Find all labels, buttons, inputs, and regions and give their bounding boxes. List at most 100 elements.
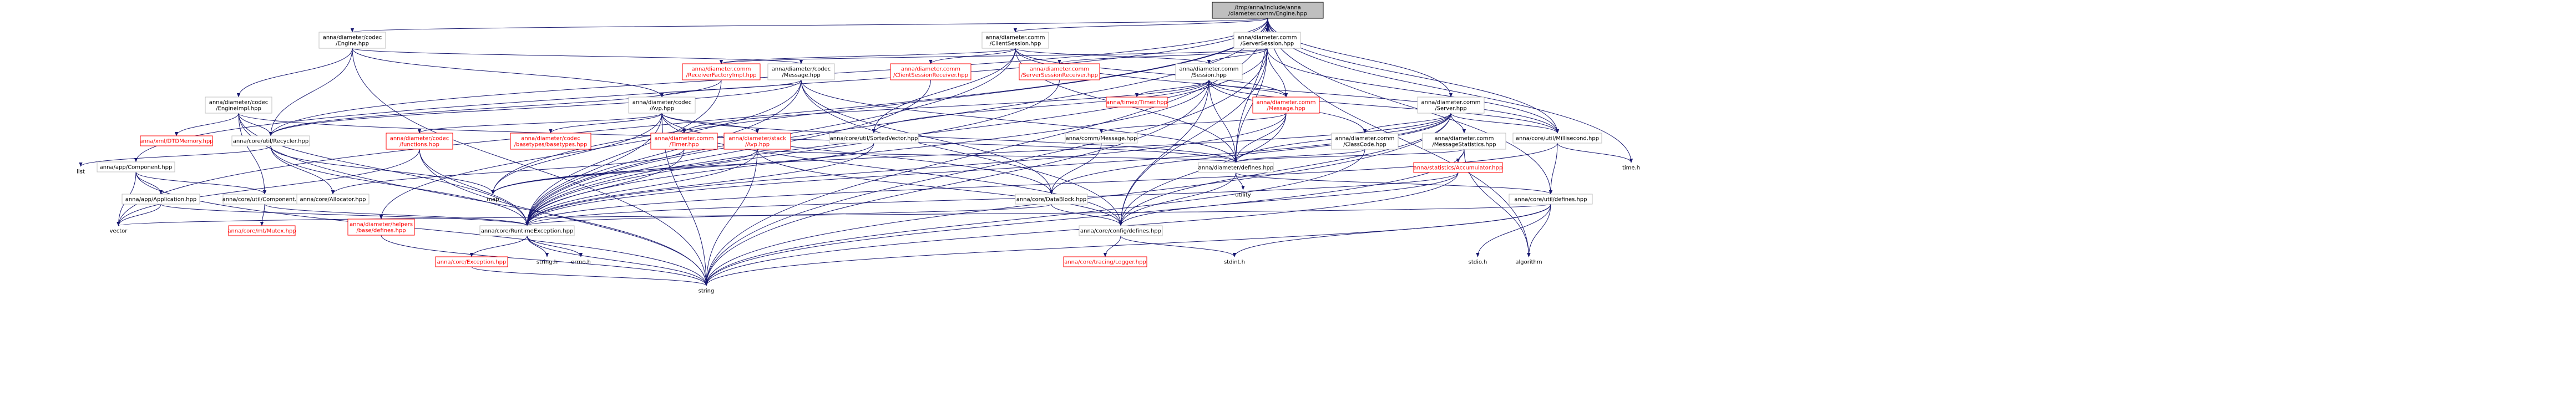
node-label: vector <box>110 229 128 235</box>
node-comm-messagestatistics[interactable]: anna/diameter.comm/MessageStatistics.hpp <box>1422 133 1506 150</box>
node-label: time.h <box>1622 165 1640 171</box>
edge-core-util-defines-to-stdio-h <box>1476 204 1551 257</box>
node-box <box>723 133 791 150</box>
node-box <box>890 63 971 80</box>
node-comm-timer[interactable]: anna/diameter.comm/Timer.hpp <box>650 133 718 150</box>
node-label: anna/core/util/Component.hpp <box>222 197 307 203</box>
node-codec-message[interactable]: anna/diameter/codec/Message.hpp <box>767 63 835 80</box>
node-label: anna/diameter.comm <box>986 35 1045 41</box>
node-label: anna/core/util/SortedVector.hpp <box>830 136 918 142</box>
edge-core-runtimeexception-to-string-h <box>527 235 549 257</box>
edge-core-component-to-core-runtimeexception <box>264 204 529 226</box>
node-label: /ServerSession.hpp <box>1241 41 1294 47</box>
node-core-exception[interactable]: anna/core/Exception.hpp <box>435 256 508 267</box>
node-core-mt-mutex[interactable]: anna/core/mt/Mutex.hpp <box>227 225 296 236</box>
node-label: anna/comm/Message.hpp <box>1066 136 1137 142</box>
node-label: anna/diameter/codec <box>209 100 269 106</box>
node-codec-functions[interactable]: anna/diameter/codec/functions.hpp <box>386 133 453 150</box>
node-core-millisecond[interactable]: anna/core/util/Millisecond.hpp <box>1512 133 1602 144</box>
edge-core-recycler-to-list <box>79 145 271 167</box>
node-core-sortedvector[interactable]: anna/core/util/SortedVector.hpp <box>829 133 919 144</box>
node-vector: vector <box>110 229 128 235</box>
node-helpers-base-defines[interactable]: anna/diameter/helpers/base/defines.hpp <box>347 219 415 236</box>
node-codec-avp[interactable]: anna/diameter/codec/Avp.hpp <box>628 97 696 114</box>
node-label: utility <box>1235 192 1251 199</box>
edge-comm-receiverfactoryimpl-to-core-runtimeexception <box>525 79 722 226</box>
node-codec-engineimpl[interactable]: anna/diameter/codec/EngineImpl.hpp <box>205 97 272 114</box>
node-core-component[interactable]: anna/core/util/Component.hpp <box>222 194 307 205</box>
edge-root-to-app-component <box>134 18 1268 163</box>
node-tracing-logger[interactable]: anna/core/tracing/Logger.hpp <box>1063 256 1147 267</box>
node-comm-classcode[interactable]: anna/diameter.comm/ClassCode.hpp <box>1331 133 1399 150</box>
edge-root-to-codec-engine <box>351 18 1268 33</box>
edge-codec-avp-to-codec-basetypes <box>549 113 662 134</box>
edge-core-runtimeexception-to-errno-h <box>527 235 583 257</box>
node-comm-session[interactable]: anna/diameter.comm/Session.hpp <box>1175 63 1243 80</box>
node-timex-timer[interactable]: anna/timex/Timer.hpp <box>1106 97 1168 108</box>
node-comm-serversessionreceiver[interactable]: anna/diameter.comm/ServerSessionReceiver… <box>1019 63 1100 80</box>
node-comm-clientsession[interactable]: anna/diameter.comm/ClientSession.hpp <box>981 32 1049 49</box>
node-statistics-accumulator[interactable]: anna/statistics/Accumulator.hpp <box>1413 162 1503 173</box>
edge-comm-message-to-comm-message2 <box>1099 113 1287 134</box>
node-box <box>767 63 835 80</box>
edge-codec-avp-to-diameter-defines <box>661 113 1238 163</box>
node-box <box>1252 97 1320 114</box>
node-core-util-defines[interactable]: anna/core/util/defines.hpp <box>1509 194 1593 205</box>
node-box <box>981 32 1049 49</box>
edge-codec-engine-to-codec-engineimpl <box>236 48 353 98</box>
edge-codec-engineimpl-to-xml-dtdmemory <box>174 113 239 136</box>
node-core-datablock[interactable]: anna/core/DataBlock.hpp <box>1015 194 1088 205</box>
node-box <box>1063 256 1147 267</box>
node-label: /Session.hpp <box>1191 73 1227 79</box>
node-xml-dtdmemory[interactable]: anna/xml/DTDMemory.hpp <box>139 135 214 146</box>
node-label: anna/timex/Timer.hpp <box>1106 100 1167 106</box>
edge-codec-engine-to-codec-message <box>352 48 803 64</box>
node-stdint-h: stdint.h <box>1224 260 1245 266</box>
node-box <box>1512 133 1602 144</box>
node-label: string <box>699 288 715 295</box>
edge-comm-session-to-diameter-defines <box>1208 79 1238 163</box>
node-stack-avp[interactable]: anna/diameter/stack/Avp.hpp <box>723 133 791 150</box>
node-label: /Server.hpp <box>1435 106 1466 112</box>
node-label: stdio.h <box>1469 260 1487 266</box>
edge-core-runtimeexception-to-string <box>527 235 708 286</box>
node-core-runtimeexception[interactable]: anna/core/RuntimeException.hpp <box>479 225 575 236</box>
edge-core-sortedvector-to-core-runtimeexception <box>525 143 874 226</box>
edge-core-datablock-to-core-runtimeexception <box>525 204 1052 226</box>
edge-codec-message-to-diameter-defines <box>801 79 1238 163</box>
edge-codec-message-to-core-recycler <box>269 79 802 136</box>
edge-comm-receiverfactoryimpl-to-core-recycler <box>269 79 722 136</box>
edge-comm-messagestatistics-to-statistics-accumulator <box>1456 149 1465 163</box>
node-comm-receiverfactoryimpl[interactable]: anna/diameter.comm/ReceiverFactoryImpl.h… <box>682 63 761 80</box>
node-comm-server[interactable]: anna/diameter.comm/Server.hpp <box>1417 97 1485 114</box>
node-core-config-defines[interactable]: anna/core/config/defines.hpp <box>1079 225 1163 236</box>
edge-comm-clientsession-to-comm-session <box>1015 48 1211 64</box>
edge-core-millisecond-to-core-util-defines <box>1548 143 1558 195</box>
node-comm-message2[interactable]: anna/comm/Message.hpp <box>1065 133 1138 144</box>
node-app-application[interactable]: anna/app/Application.hpp <box>122 194 200 205</box>
edge-core-config-defines-to-stdint-h <box>1120 235 1237 257</box>
node-app-component[interactable]: anna/app/Component.hpp <box>97 161 175 172</box>
node-label: anna/core/tracing/Logger.hpp <box>1064 260 1146 266</box>
node-comm-message[interactable]: anna/diameter.comm/Message.hpp <box>1252 97 1320 114</box>
edge-comm-session-to-core-sortedvector <box>872 79 1209 134</box>
node-core-recycler[interactable]: anna/core/util/Recycler.hpp <box>231 135 310 146</box>
node-box <box>510 133 591 150</box>
node-comm-clientsessionreceiver[interactable]: anna/diameter.comm/ClientSessionReceiver… <box>890 63 971 80</box>
node-codec-engine[interactable]: anna/diameter/codec/Engine.hpp <box>318 32 386 49</box>
node-label: /base/defines.hpp <box>356 228 406 234</box>
node-codec-basetypes[interactable]: anna/diameter/codec/basetypes/basetypes.… <box>510 133 591 150</box>
node-comm-serversession[interactable]: anna/diameter.comm/ServerSession.hpp <box>1233 32 1301 49</box>
node-root[interactable]: /tmp/anna/include/anna/diameter.comm/Eng… <box>1212 2 1324 19</box>
edge-comm-serversession-to-string <box>704 48 1268 286</box>
node-diameter-defines[interactable]: anna/diameter/defines.hpp <box>1198 162 1274 173</box>
node-label: /tmp/anna/include/anna <box>1234 5 1301 11</box>
edge-comm-serversession-to-diameter-defines <box>1234 48 1268 163</box>
node-box <box>628 97 696 114</box>
edge-comm-message-to-core-runtimeexception <box>525 113 1287 226</box>
edge-codec-engineimpl-to-core-component <box>238 113 267 195</box>
node-label: anna/core/util/Recycler.hpp <box>233 139 308 145</box>
edge-comm-classcode-to-diameter-defines <box>1234 149 1365 163</box>
node-core-allocator[interactable]: anna/core/Allocator.hpp <box>296 194 370 205</box>
